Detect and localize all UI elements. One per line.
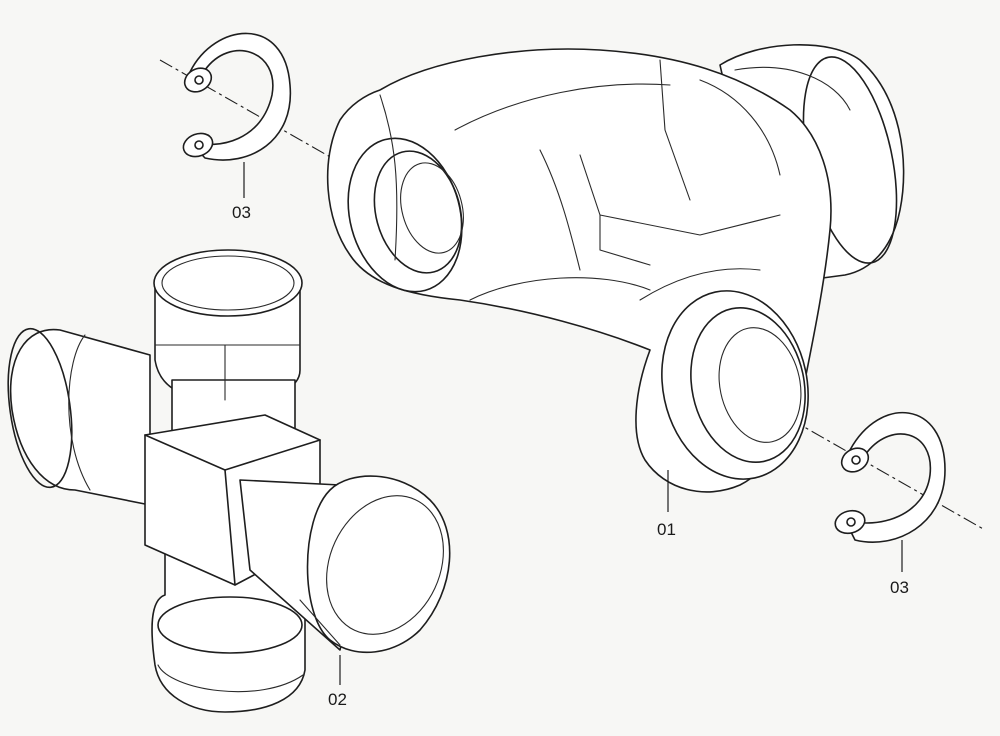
yoke-part-01 — [326, 43, 905, 493]
center-axis-line — [159, 59, 986, 531]
retaining-ring-bottom — [834, 411, 946, 543]
callout-yoke: 01 — [657, 520, 676, 539]
cross-part-02 — [7, 249, 451, 713]
callout-cross: 02 — [328, 690, 347, 709]
retaining-ring-top — [182, 32, 292, 161]
callout-ring-top: 03 — [232, 203, 251, 222]
callout-ring-bottom: 03 — [890, 578, 909, 597]
